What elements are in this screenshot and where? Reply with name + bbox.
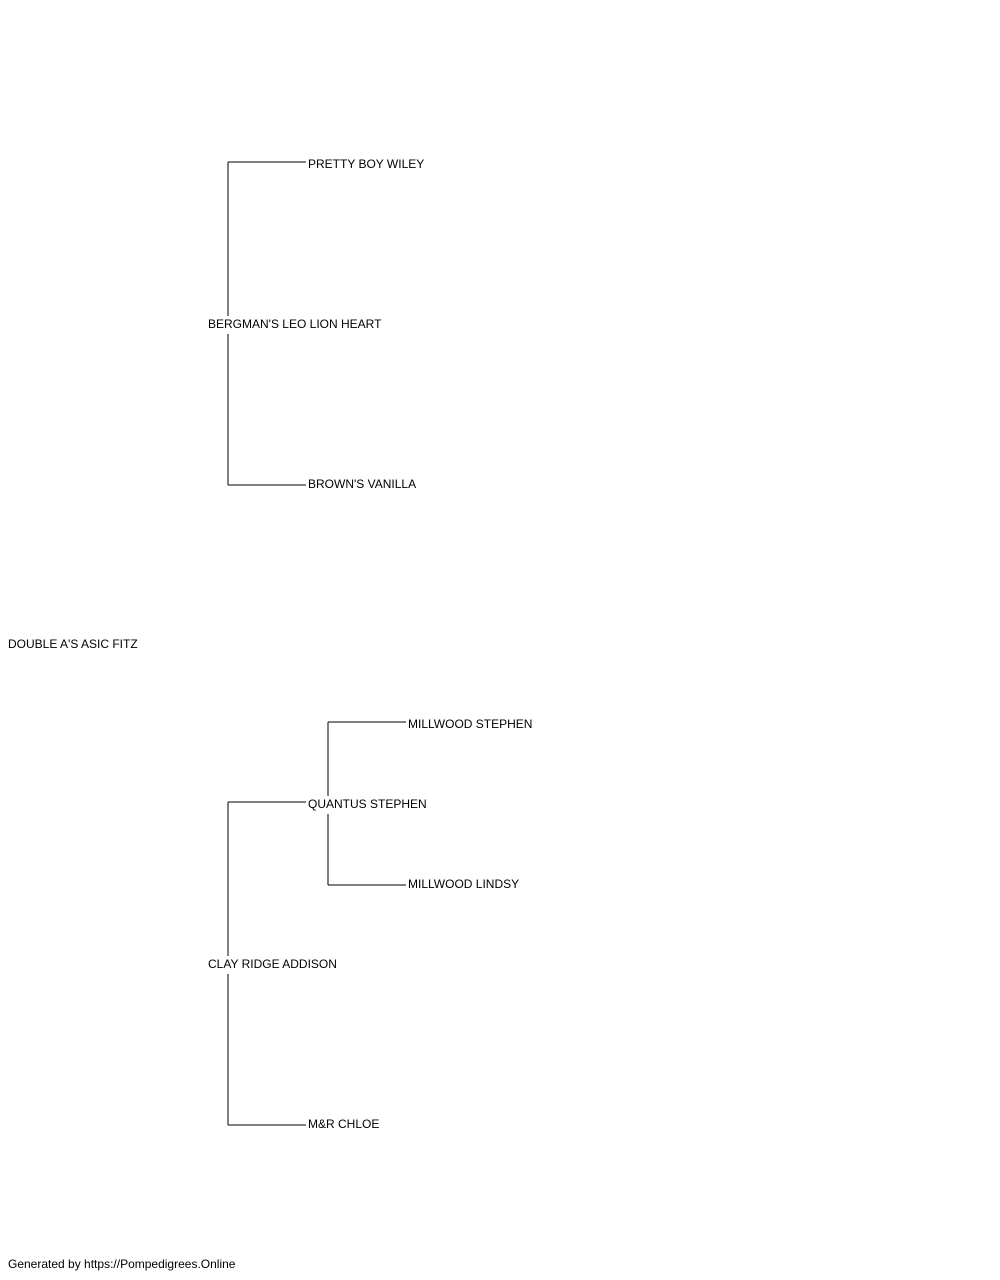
dam-sire-name: QUANTUS STEPHEN bbox=[308, 797, 429, 811]
sire-name: BERGMAN'S LEO LION HEART bbox=[208, 317, 384, 331]
sire-sire-name: PRETTY BOY WILEY bbox=[308, 157, 427, 171]
footer-credit: Generated by https://Pompedigrees.Online bbox=[8, 1257, 236, 1271]
subject-name: DOUBLE A'S ASIC FITZ bbox=[8, 637, 140, 651]
dam-sire-dam-name: MILLWOOD LINDSY bbox=[408, 877, 522, 891]
dam-dam-name: M&R CHLOE bbox=[308, 1117, 382, 1131]
dam-name: CLAY RIDGE ADDISON bbox=[208, 957, 339, 971]
dam-sire-sire-name: MILLWOOD STEPHEN bbox=[408, 717, 535, 731]
sire-dam-name: BROWN'S VANILLA bbox=[308, 477, 419, 491]
